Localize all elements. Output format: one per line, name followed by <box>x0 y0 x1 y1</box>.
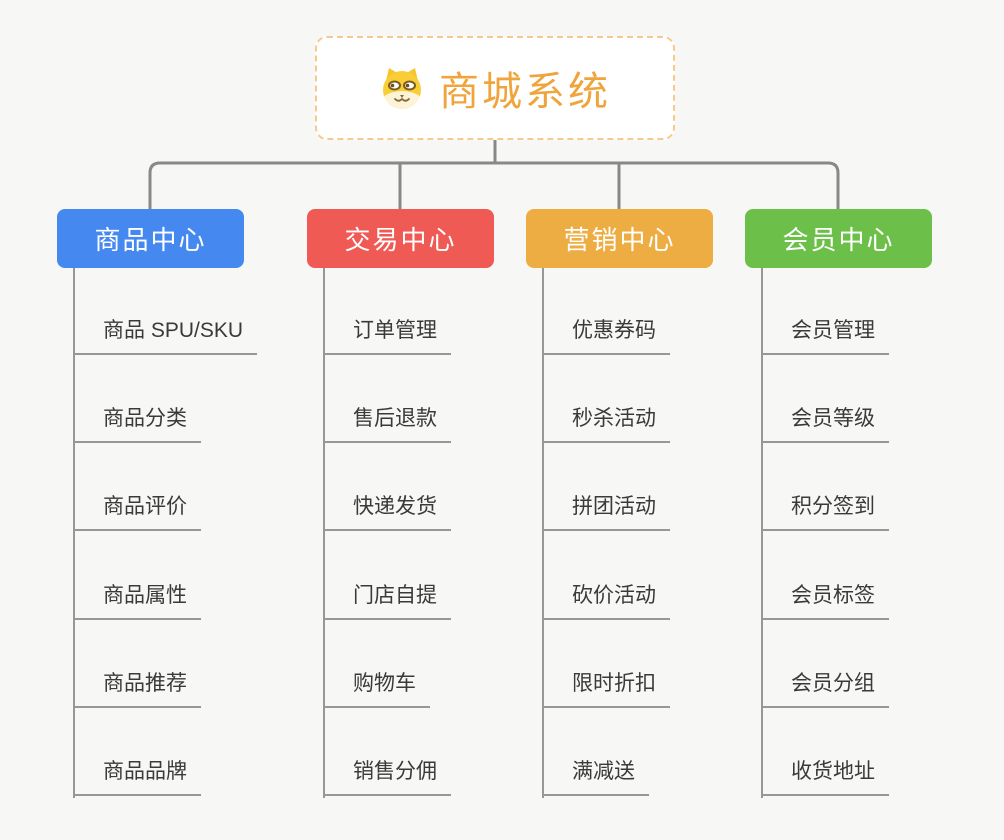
child-item[interactable]: 会员管理 <box>761 316 889 355</box>
child-item[interactable]: 砍价活动 <box>542 581 670 620</box>
branch-member-center: 会员中心 会员管理 会员等级 积分签到 会员标签 会员分组 收货地址 <box>745 209 932 798</box>
child-item[interactable]: 销售分佣 <box>323 757 451 796</box>
child-item[interactable]: 商品品牌 <box>73 757 201 796</box>
branch-marketing-center-children: 优惠券码 秒杀活动 拼团活动 砍价活动 限时折扣 满减送 <box>542 268 772 800</box>
branch-product-center: 商品中心 商品 SPU/SKU 商品分类 商品评价 商品属性 商品推荐 商品品牌 <box>57 209 258 798</box>
branch-trade-center: 交易中心 订单管理 售后退款 快递发货 门店自提 购物车 销售分佣 <box>307 209 494 798</box>
child-item[interactable]: 订单管理 <box>323 316 451 355</box>
branch-trade-center-children: 订单管理 售后退款 快递发货 门店自提 购物车 销售分佣 <box>323 268 553 800</box>
child-item[interactable]: 收货地址 <box>761 757 889 796</box>
child-item[interactable]: 拼团活动 <box>542 492 670 531</box>
branch-marketing-center: 营销中心 优惠券码 秒杀活动 拼团活动 砍价活动 限时折扣 满减送 <box>526 209 713 798</box>
child-item[interactable]: 商品分类 <box>73 404 201 443</box>
child-item[interactable]: 售后退款 <box>323 404 451 443</box>
branch-member-center-children: 会员管理 会员等级 积分签到 会员标签 会员分组 收货地址 <box>761 268 991 800</box>
child-item[interactable]: 积分签到 <box>761 492 889 531</box>
branch-trade-center-box[interactable]: 交易中心 <box>307 209 494 268</box>
branch-member-center-box[interactable]: 会员中心 <box>745 209 932 268</box>
child-item[interactable]: 满减送 <box>542 757 649 796</box>
child-item[interactable]: 会员分组 <box>761 669 889 708</box>
branch-product-center-children: 商品 SPU/SKU 商品分类 商品评价 商品属性 商品推荐 商品品牌 <box>73 268 303 800</box>
child-item[interactable]: 商品评价 <box>73 492 201 531</box>
child-item[interactable]: 优惠券码 <box>542 316 670 355</box>
child-item[interactable]: 购物车 <box>323 669 430 708</box>
child-item[interactable]: 会员标签 <box>761 581 889 620</box>
doge-icon <box>383 68 421 109</box>
child-item[interactable]: 快递发货 <box>323 492 451 531</box>
child-item[interactable]: 秒杀活动 <box>542 404 670 443</box>
child-item[interactable]: 商品属性 <box>73 581 201 620</box>
child-item[interactable]: 限时折扣 <box>542 669 670 708</box>
root-node[interactable]: 商城系统 <box>315 36 675 140</box>
root-label: 商城系统 <box>439 70 611 114</box>
child-item[interactable]: 会员等级 <box>761 404 889 443</box>
branch-product-center-box[interactable]: 商品中心 <box>57 209 244 268</box>
child-item[interactable]: 商品 SPU/SKU <box>73 316 258 355</box>
child-item[interactable]: 商品推荐 <box>73 669 201 708</box>
branch-marketing-center-box[interactable]: 营销中心 <box>526 209 713 268</box>
child-item[interactable]: 门店自提 <box>323 581 451 620</box>
